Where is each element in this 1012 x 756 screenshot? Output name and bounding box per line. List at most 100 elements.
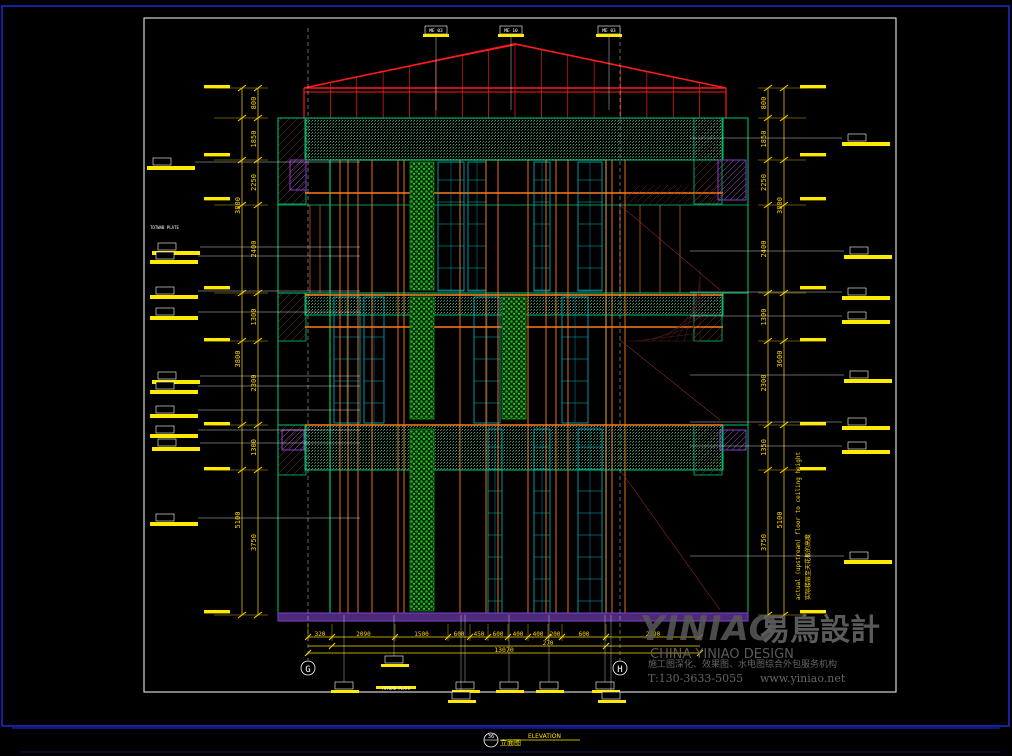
bottom-callout-tag (451, 691, 471, 700)
callout-tag (152, 157, 172, 166)
drawing-frame (1, 5, 1010, 727)
callout-underline (150, 295, 198, 299)
bay-hatch (696, 184, 718, 206)
callout-underline (842, 320, 890, 324)
dim-text-left-inner: 1300 (250, 309, 258, 326)
vertical-note-en: actual (upstream) floor to ceiling heigh… (795, 452, 802, 600)
bottom-callout-underline (536, 690, 564, 693)
h-dim-text: 320 (315, 631, 326, 638)
h-dim-tick (696, 649, 704, 657)
slab-band (304, 424, 724, 471)
level-marker-left (204, 422, 230, 425)
dim-text-right-inner: 3750 (760, 534, 768, 551)
callout-tag (847, 441, 867, 450)
side-column-hatch (693, 424, 723, 476)
bay-hatch (667, 300, 701, 342)
callout-underline (152, 447, 200, 451)
h-dim-text: 400 (533, 631, 544, 638)
roof-callout-text: ME 03 (429, 28, 443, 34)
level-marker-right (800, 467, 826, 470)
callout-tag (155, 381, 175, 390)
callout-tag (849, 551, 869, 560)
bottom-callout-tag (499, 681, 519, 690)
roof-strut (488, 44, 516, 50)
bottom-callout-underline (452, 690, 480, 693)
callout-tag (155, 251, 175, 260)
callout-tag (847, 417, 867, 426)
bottom-callout-tag (384, 655, 404, 664)
roof-callout-text: ME 03 (602, 28, 616, 34)
axis-label-g: G (305, 665, 310, 675)
dim-text-left-outer: 5100 (234, 512, 242, 529)
dim-text-right-inner: 2300 (760, 375, 768, 392)
callout-underline (150, 522, 198, 526)
h-dim-text: 2090 (356, 631, 371, 638)
bottom-callout-tag (334, 681, 354, 690)
watermark-website: www.yiniao.net (760, 672, 846, 685)
bay-hatch (654, 184, 676, 206)
dim-text-left-outer: 3800 (234, 197, 242, 214)
bay-hatch (651, 316, 701, 342)
callout-underline (152, 251, 200, 255)
bay-hatch (626, 184, 648, 206)
corbel (719, 429, 747, 451)
h-dim-tick (328, 642, 336, 650)
dim-text-right-outer: 3800 (776, 197, 784, 214)
level-marker-right (800, 197, 826, 200)
bay-diagonal (619, 339, 721, 421)
planter (501, 296, 527, 420)
callout-underline (150, 414, 198, 418)
h-dim-text: 200 (550, 631, 561, 638)
level-marker-left (204, 197, 230, 200)
h-dim-text: 600 (493, 631, 504, 638)
h-dim-text: 400 (513, 631, 524, 638)
level-marker-left (204, 467, 230, 470)
bottom-callout-underline (331, 690, 359, 693)
callout-tag (849, 246, 869, 255)
dim-text-left-inner: 1850 (250, 131, 258, 148)
level-marker-right (800, 422, 826, 425)
level-marker-left (204, 338, 230, 341)
h-dim-text: 600 (454, 631, 465, 638)
dim-text-left-outer: 3800 (234, 351, 242, 368)
watermark-phone: T:130-3633-5055 (648, 672, 743, 685)
callout-underline (147, 166, 195, 170)
watermark-brand: YINIAO (640, 609, 779, 649)
bay-hatch (682, 184, 704, 206)
bay-hatch (710, 184, 732, 206)
bay-diagonal (619, 204, 721, 291)
callout-tag (847, 311, 867, 320)
bottom-callout-tag (539, 681, 559, 690)
h-dim-tick (602, 642, 610, 650)
level-marker-right (800, 286, 826, 289)
dim-text-left-inner: 2300 (250, 375, 258, 392)
level-marker-right (800, 85, 826, 88)
callout-underline (844, 560, 892, 564)
bottom-callout-underline (496, 690, 524, 693)
bottom-callout-underline (381, 664, 409, 667)
dim-text-left-inner: 1300 (250, 439, 258, 456)
upper-wall (304, 117, 724, 161)
bay-hatch (643, 324, 701, 342)
left-totwab-label: TOTWAB PLATE (150, 225, 179, 230)
callout-tag (157, 438, 177, 447)
bay-hatch (619, 184, 641, 206)
bottom-callout-underline (592, 690, 620, 693)
h-dim-subtotal: 270 (543, 640, 554, 647)
dim-text-right-outer: 5100 (776, 512, 784, 529)
callout-tag (157, 371, 177, 380)
roof-callout-underline (423, 34, 449, 37)
bottom-callout-underline (598, 700, 626, 703)
dim-text-left-inner: 800 (250, 97, 258, 110)
level-marker-left (204, 286, 230, 289)
watermark-tagline: 施工图深化、效果图、水电图综合外包服务机构 (648, 658, 837, 670)
dim-text-right-inner: 2250 (760, 174, 768, 191)
callout-underline (150, 390, 198, 394)
bottom-callout-tag (601, 691, 621, 700)
corbel (289, 159, 307, 191)
planter (409, 428, 435, 612)
callout-tag (155, 307, 175, 316)
bottom-callout-underline (376, 686, 416, 689)
